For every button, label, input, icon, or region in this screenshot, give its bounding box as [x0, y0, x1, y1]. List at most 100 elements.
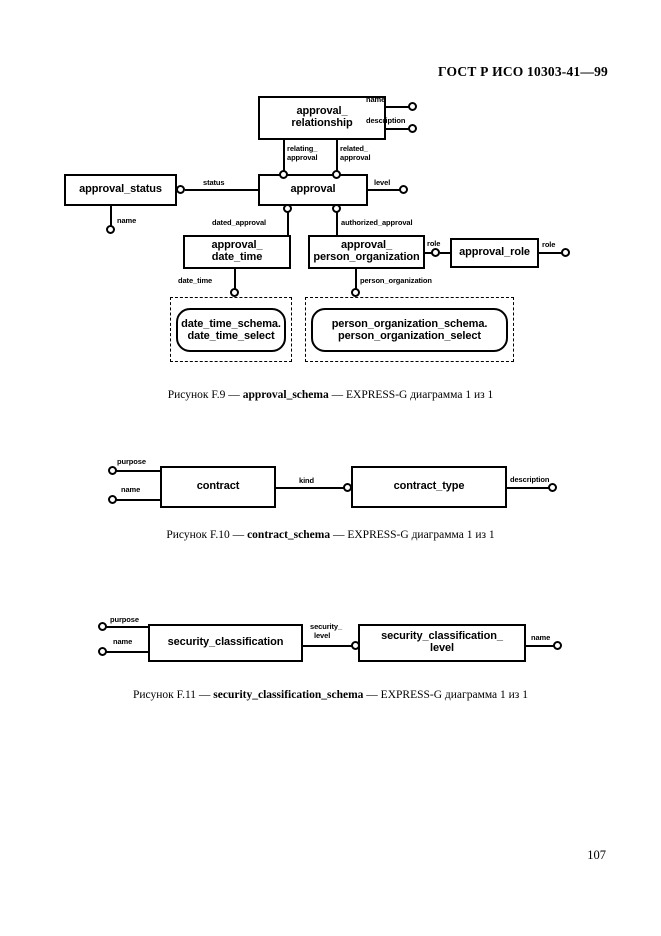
entity-approval-date-time[interactable]: approval_ date_time	[183, 235, 291, 269]
edge-ar-description	[386, 128, 410, 130]
edge-description-contract-type	[507, 487, 550, 489]
label-purpose-security: purpose	[110, 615, 139, 624]
edge-role-apo-2	[440, 252, 451, 254]
circle-name-security	[98, 647, 107, 656]
circle-date-time	[230, 288, 239, 297]
label-kind: kind	[299, 476, 315, 485]
circle-purpose-contract	[108, 466, 117, 475]
edge-role-apo	[425, 252, 434, 254]
label-related-approval-line1: related_	[340, 144, 368, 153]
edge-purpose-security	[106, 626, 150, 628]
circle-description-contract-type	[548, 483, 557, 492]
entity-approval[interactable]: approval	[258, 174, 368, 206]
entity-date-time-select-line1: date_time_schema.	[181, 317, 281, 330]
figure-f11-caption-schema: security_classification_schema	[213, 689, 364, 701]
figure-f10-caption: Рисунок F.10 — contract_schema — EXPRESS…	[0, 529, 661, 541]
label-date-time: date_time	[178, 276, 213, 285]
label-authorized-approval: authorized_approval	[341, 218, 413, 227]
circle-name-contract	[108, 495, 117, 504]
circle-related-approval	[332, 170, 341, 179]
entity-security-classification-label: security_classification	[167, 636, 284, 649]
label-level: level	[374, 178, 391, 187]
entity-person-organization-select-line2: person_organization_select	[338, 330, 481, 342]
figure-f9-caption-prefix: Рисунок F.9 —	[167, 389, 243, 401]
label-role-apo: role	[427, 239, 441, 248]
label-role-ar: role	[542, 240, 556, 249]
entity-security-classification[interactable]: security_classification	[148, 624, 303, 662]
circle-person-organization	[351, 288, 360, 297]
label-relating-approval-line1: relating_	[287, 144, 318, 153]
label-as-name: name	[117, 216, 137, 225]
figure-f9-caption-schema: approval_schema	[242, 389, 329, 401]
circle-status	[176, 185, 185, 194]
circle-kind	[343, 483, 352, 492]
entity-person-organization-select[interactable]: person_organization_schema. person_organ…	[311, 308, 508, 352]
label-related-approval-line2: approval	[340, 153, 371, 162]
label-name-security: name	[113, 637, 133, 646]
edge-related-approval	[336, 140, 338, 174]
label-dated-approval: dated_approval	[212, 218, 267, 227]
entity-security-classification-level[interactable]: security_classification_ level	[358, 624, 526, 662]
figure-f11-caption: Рисунок F.11 — security_classification_s…	[0, 689, 661, 701]
circle-dated-approval	[283, 204, 292, 213]
figure-f9-caption-suffix: — EXPRESS-G диаграмма 1 из 1	[328, 389, 494, 401]
edge-name-security-level	[526, 645, 555, 647]
entity-contract-type[interactable]: contract_type	[351, 466, 507, 508]
figure-f10-caption-suffix: — EXPRESS-G диаграмма 1 из 1	[330, 529, 495, 541]
entity-approval-relationship[interactable]: approval_ relationship	[258, 96, 386, 140]
label-purpose-contract: purpose	[117, 457, 146, 466]
label-person-organization: person_organization	[360, 276, 432, 285]
label-security-level-line1: security_	[310, 622, 343, 631]
edge-authorized-approval	[336, 210, 338, 236]
edge-security-level	[303, 645, 354, 647]
circle-ar-name	[408, 102, 417, 111]
circle-security-level	[351, 641, 360, 650]
edge-name-security	[106, 651, 150, 653]
edge-role-ar	[539, 252, 564, 254]
entity-security-classification-level-line1: security_classification_	[381, 630, 503, 643]
entity-approval-date-time-line2: date_time	[211, 251, 263, 263]
edge-as-name	[110, 206, 112, 228]
entity-approval-date-time-line1: approval_	[211, 239, 263, 252]
edge-relating-approval	[283, 140, 285, 174]
entity-approval-relationship-line2: relationship	[291, 117, 353, 129]
entity-approval-relationship-line1: approval_	[296, 105, 348, 118]
entity-contract-type-label: contract_type	[393, 480, 465, 493]
figure-f10-caption-prefix: Рисунок F.10 —	[166, 529, 248, 541]
label-name-contract: name	[121, 485, 141, 494]
entity-date-time-select[interactable]: date_time_schema. date_time_select	[176, 308, 286, 352]
entity-contract[interactable]: contract	[160, 466, 276, 508]
entity-approval-role-label: approval_role	[459, 246, 530, 259]
entity-approval-person-organization[interactable]: approval_ person_organization	[308, 235, 425, 269]
edge-kind	[276, 487, 346, 489]
label-ar-name: name	[366, 95, 386, 104]
figure-f11-caption-suffix: — EXPRESS-G диаграмма 1 из 1	[363, 689, 528, 701]
label-status: status	[203, 178, 225, 187]
entity-security-classification-level-line2: level	[430, 642, 454, 654]
circle-role-apo	[431, 248, 440, 257]
circle-level	[399, 185, 408, 194]
label-description-contract-type: description	[510, 475, 550, 484]
edge-name-contract	[116, 499, 162, 501]
label-relating-approval-line2: approval	[287, 153, 318, 162]
entity-date-time-select-line2: date_time_select	[187, 330, 275, 342]
edge-ar-name	[386, 106, 410, 108]
entity-approval-status[interactable]: approval_status	[64, 174, 177, 206]
document-header: ГОСТ Р ИСО 10303-41—99	[438, 64, 608, 79]
circle-as-name	[106, 225, 115, 234]
circle-purpose-security	[98, 622, 107, 631]
entity-approval-role[interactable]: approval_role	[450, 238, 539, 268]
figure-f11-caption-prefix: Рисунок F.11 —	[133, 689, 214, 701]
page-number: 107	[587, 848, 606, 862]
entity-person-organization-select-line1: person_organization_schema.	[331, 317, 488, 330]
edge-status	[185, 189, 258, 191]
edge-person-organization	[355, 269, 357, 292]
figure-f9-caption: Рисунок F.9 — approval_schema — EXPRESS-…	[0, 389, 661, 401]
figure-f10-caption-schema: contract_schema	[247, 529, 331, 541]
circle-role-ar	[561, 248, 570, 257]
entity-approval-status-label: approval_status	[79, 183, 162, 196]
edge-date-time	[234, 269, 236, 292]
entity-approval-person-organization-line1: approval_	[340, 239, 393, 252]
circle-ar-description	[408, 124, 417, 133]
